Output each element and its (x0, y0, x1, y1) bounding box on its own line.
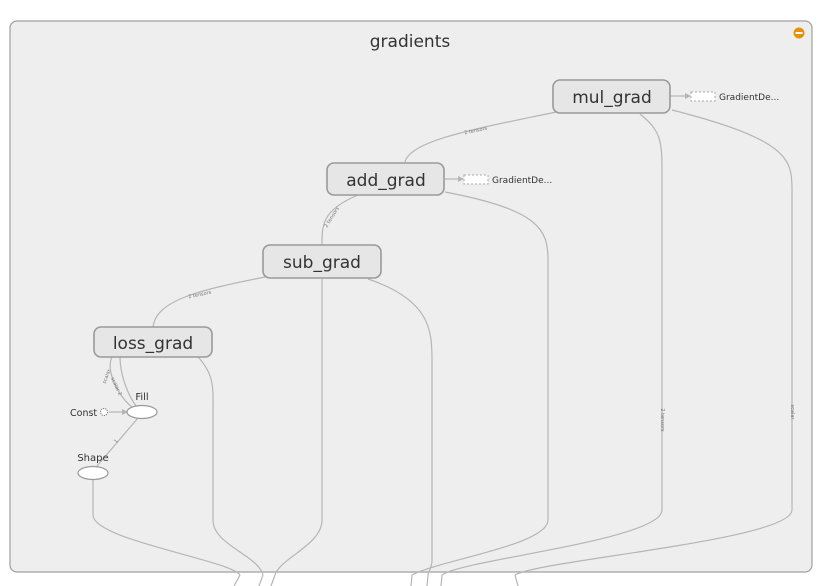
node-sub-grad[interactable]: sub_grad (262, 244, 382, 279)
aux-node-add-label: GradientDe... (492, 176, 552, 186)
edge-label-shape-fill: 1 (113, 438, 120, 444)
node-fill[interactable]: Fill (126, 392, 158, 420)
edge-label-mul-down-a: 2 tensors (659, 408, 665, 432)
edge-sub-down-a (274, 279, 323, 576)
node-shape[interactable]: Shape (77, 453, 109, 481)
edge-mul-down-b (514, 109, 793, 576)
edge-sub-down-b (367, 278, 433, 576)
edge-loss-to-fill-a (109, 356, 133, 408)
edge-add-down (411, 191, 549, 576)
gradients-group-box[interactable] (9, 20, 813, 573)
node-sub-grad-label: sub_grad (283, 253, 361, 273)
aux-node-mul[interactable]: GradientDe... (690, 91, 779, 103)
edges (92, 93, 793, 576)
node-add-grad[interactable]: add_grad (326, 162, 445, 196)
edge-loss-to-fill-b (119, 356, 137, 407)
edge-label-sub-loss: 2 tensors (188, 290, 212, 301)
edge-loss-down (197, 356, 264, 576)
exit-edges (233, 574, 519, 586)
aux-node-mul-label: GradientDe... (719, 93, 779, 103)
constant-icon (100, 408, 108, 416)
edge-add-to-sub (321, 194, 359, 246)
node-loss-grad[interactable]: loss_grad (93, 326, 213, 358)
edge-label-mul-add: 2 tensors (464, 126, 488, 137)
edge-mul-down-a (441, 113, 663, 576)
node-add-grad-label: add_grad (346, 171, 426, 191)
edge-label-loss-fill-a: scalar (102, 368, 113, 385)
edge-sub-to-loss (152, 276, 266, 329)
node-mul-grad-label: mul_grad (572, 88, 652, 108)
group-title: gradients (370, 32, 451, 52)
node-fill-label: Fill (135, 392, 148, 403)
minus-circle-icon[interactable] (793, 27, 805, 39)
edge-label-mul-down-b: scalar (789, 405, 795, 421)
node-const[interactable]: Const (70, 408, 108, 419)
node-shape-label: Shape (77, 453, 108, 464)
edge-shape-down (92, 479, 241, 576)
aux-node-add[interactable]: GradientDe... (463, 174, 552, 186)
edge-shape-to-fill (96, 417, 139, 467)
node-loss-grad-label: loss_grad (113, 334, 193, 354)
node-const-label: Const (70, 408, 97, 419)
edge-mul-to-add (404, 111, 557, 163)
node-mul-grad[interactable]: mul_grad (552, 79, 671, 114)
